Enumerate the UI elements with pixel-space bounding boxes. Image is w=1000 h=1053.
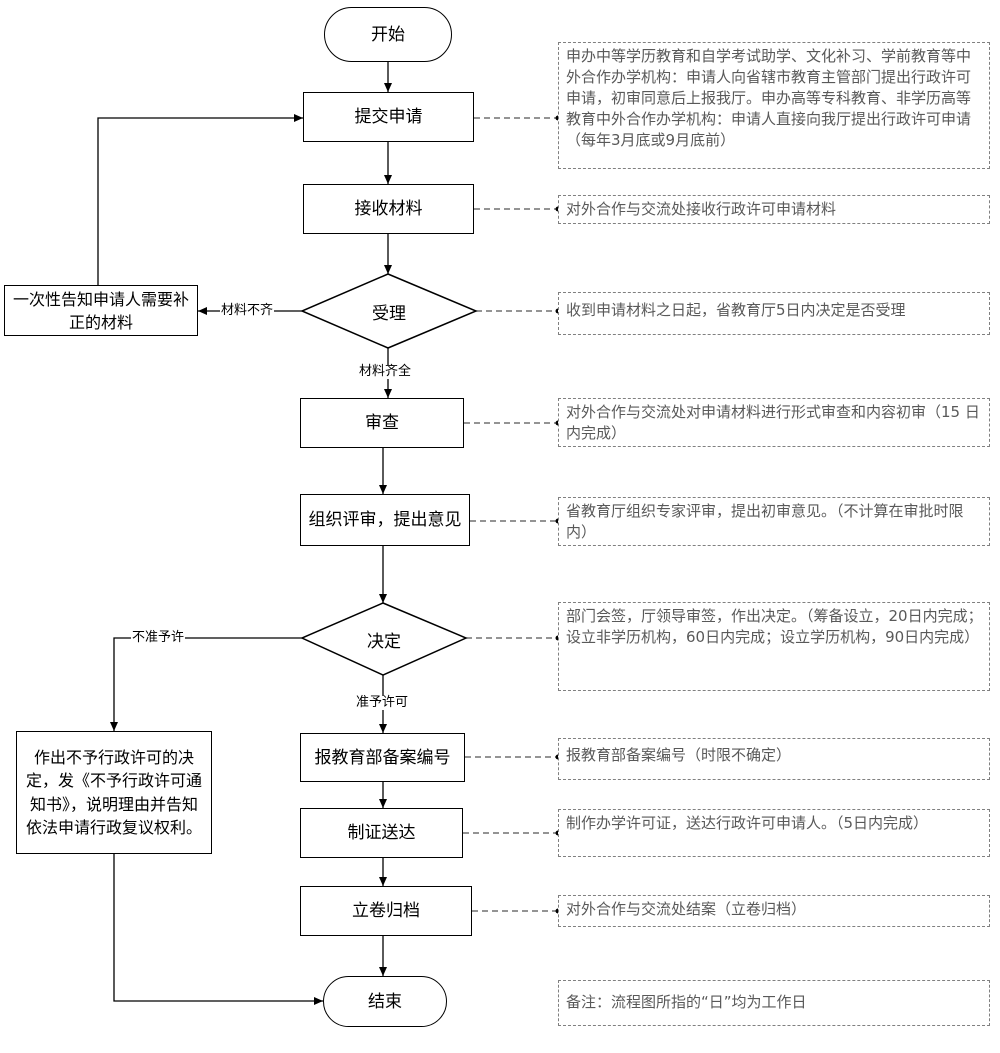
note-accept: 收到申请材料之日起，省教育厅5日内决定是否受理 — [558, 292, 990, 335]
note-connectors — [463, 115, 561, 914]
edge-label-not-permitted: 不准予许 — [131, 630, 186, 645]
edge-decide-reject — [110, 637, 302, 731]
notify-supplement-box: 一次性告知申请人需要补正的材料 — [4, 285, 198, 336]
end-node: 结束 — [323, 976, 447, 1027]
note-certificate: 制作办学许可证，送达行政许可申请人。（5日内完成） — [558, 809, 990, 857]
decision-decide-shape — [300, 602, 468, 676]
edge-notify-submit — [97, 114, 303, 285]
note-register: 报教育部备案编号（时限不确定） — [558, 738, 990, 780]
register-number-node: 报教育部备案编号 — [300, 733, 465, 782]
edge-reject-end — [113, 854, 323, 1005]
decision-decide-label: 决定 — [367, 631, 401, 652]
organize-review-node: 组织评审，提出意见 — [300, 494, 470, 546]
main-flow-connectors — [97, 62, 392, 1005]
certificate-delivery-node: 制证送达 — [300, 808, 463, 858]
note-receive: 对外合作与交流处接收行政许可申请材料 — [558, 195, 990, 224]
decision-accept-shape — [300, 273, 478, 349]
reject-notice-box: 作出不予行政许可的决定，发《不予行政许可通知书》，说明理由并告知依法申请行政复议… — [16, 731, 212, 854]
note-review: 对外合作与交流处对申请材料进行形式审查和内容初审（15 日内完成） — [558, 398, 990, 447]
note-decide: 部门会签，厅领导审签，作出决定。（筹备设立，20日内完成；设立非学历机构，60日… — [558, 602, 990, 691]
review-node: 审查 — [300, 398, 464, 448]
edge-label-complete: 材料齐全 — [358, 364, 413, 379]
note-organize: 省教育厅组织专家评审，提出初审意见。（不计算在审批时限内） — [558, 497, 990, 546]
receive-materials-node: 接收材料 — [303, 184, 474, 234]
note-archive: 对外合作与交流处结案（立卷归档） — [558, 895, 990, 927]
archive-node: 立卷归档 — [300, 886, 472, 936]
note-remark: 备注：流程图所指的“日”均为工作日 — [558, 980, 990, 1026]
submit-application-node: 提交申请 — [303, 92, 474, 142]
decision-accept-label: 受理 — [372, 303, 406, 324]
note-submit: 申办中等学历教育和自学考试助学、文化补习、学前教育等中外合作办学机构：申请人向省… — [558, 42, 990, 169]
edge-label-incomplete: 材料不齐 — [220, 303, 275, 318]
edge-label-permitted: 准予许可 — [355, 695, 410, 710]
start-node: 开始 — [324, 7, 452, 62]
